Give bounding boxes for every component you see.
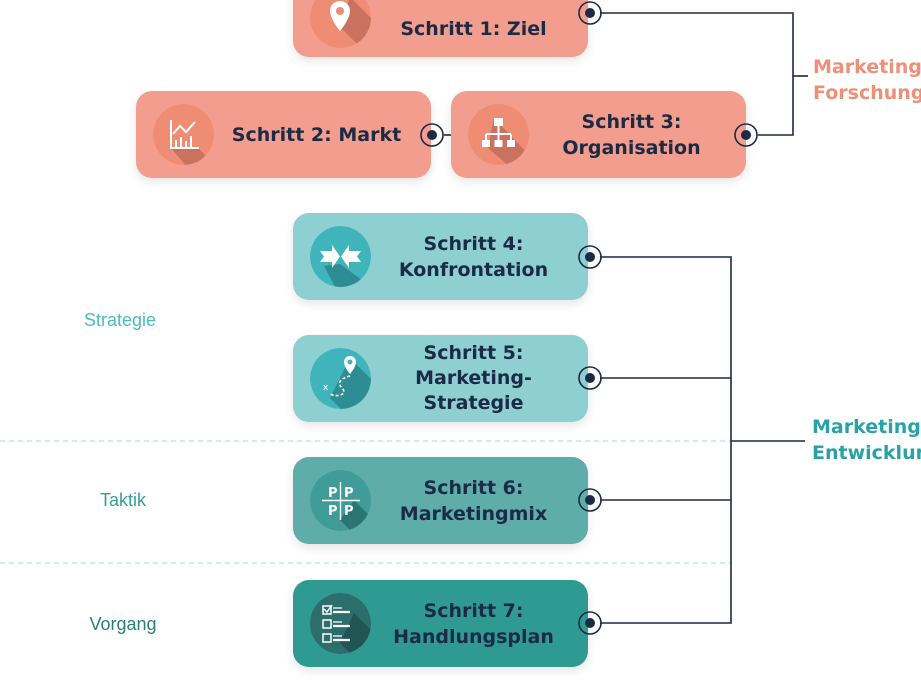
group-label-development: Marketing- Entwicklung [812, 414, 921, 466]
step-7-label: Schritt 7: Handlungsplan [373, 580, 574, 667]
route-map-icon: x [310, 348, 371, 409]
phase-label-strategy: Strategie [83, 310, 157, 330]
step-2-label: Schritt 2: Markt [216, 91, 417, 178]
step-title: Schritt 6: [423, 476, 524, 499]
step-subtitle: Konfrontation [398, 258, 549, 281]
svg-text:x: x [323, 383, 329, 393]
step-subtitle: Marketingmix [399, 502, 548, 525]
step-4-label: Schritt 4: Konfrontation [373, 213, 574, 300]
step-title: Schritt 5: [423, 342, 524, 364]
phase-label-tactic: Taktik [99, 490, 147, 510]
research-bracket [600, 12, 794, 136]
step-1-card[interactable]: Schritt 1: Ziel [293, 0, 588, 57]
svg-text:P: P [328, 504, 338, 519]
svg-text:P: P [328, 486, 338, 501]
checklist-icon [310, 593, 371, 654]
step-subtitle: Handlungsplan [393, 625, 554, 648]
connector-node-6[interactable] [577, 487, 603, 513]
step-subtitle: Organisation [562, 136, 701, 159]
step-1-label: Schritt 1: Ziel [373, 0, 574, 57]
svg-text:P: P [344, 486, 354, 501]
step-subtitle: Marketing- [415, 367, 532, 389]
step-5-card[interactable]: x Schritt 5: Marketing- Strategie [293, 335, 588, 422]
connector-node-2[interactable] [419, 122, 445, 148]
group-line: Forschung [813, 82, 921, 104]
step-title: Schritt 3: [581, 110, 682, 133]
connector-node-4[interactable] [577, 244, 603, 270]
connector-node-7[interactable] [577, 610, 603, 636]
step-6-label: Schritt 6: Marketingmix [373, 457, 574, 544]
step-title: Schritt 1: Ziel [400, 17, 547, 40]
step-4-card[interactable]: Schritt 4: Konfrontation [293, 213, 588, 300]
step-title: Schritt 7: [423, 599, 524, 622]
step-title: Schritt 2: Markt [231, 123, 402, 146]
connector-node-3[interactable] [733, 122, 759, 148]
step-2-card[interactable]: Schritt 2: Markt [136, 91, 431, 178]
step-3-card[interactable]: Schritt 3: Organisation [451, 91, 746, 178]
step-title: Schritt 4: [423, 232, 524, 255]
step-5-label: Schritt 5: Marketing- Strategie [373, 335, 574, 422]
chart-icon [153, 104, 214, 165]
connector-node-1[interactable] [577, 0, 603, 26]
group-label-research: Marketing- Forschung [813, 54, 921, 106]
arrows-confront-icon [310, 226, 371, 287]
phase-label-process: Vorgang [89, 614, 157, 634]
development-bracket [600, 256, 732, 624]
group-line: Marketing- [813, 56, 921, 78]
group-line: Marketing- [812, 416, 921, 438]
step-7-card[interactable]: Schritt 7: Handlungsplan [293, 580, 588, 667]
connector-node-5[interactable] [577, 365, 603, 391]
svg-text:P: P [344, 504, 354, 519]
step-3-label: Schritt 3: Organisation [531, 91, 732, 178]
location-pin-icon [310, 0, 371, 48]
group-line: Entwicklung [812, 442, 921, 464]
step-subtitle: Strategie [423, 392, 524, 414]
org-chart-icon [468, 104, 529, 165]
